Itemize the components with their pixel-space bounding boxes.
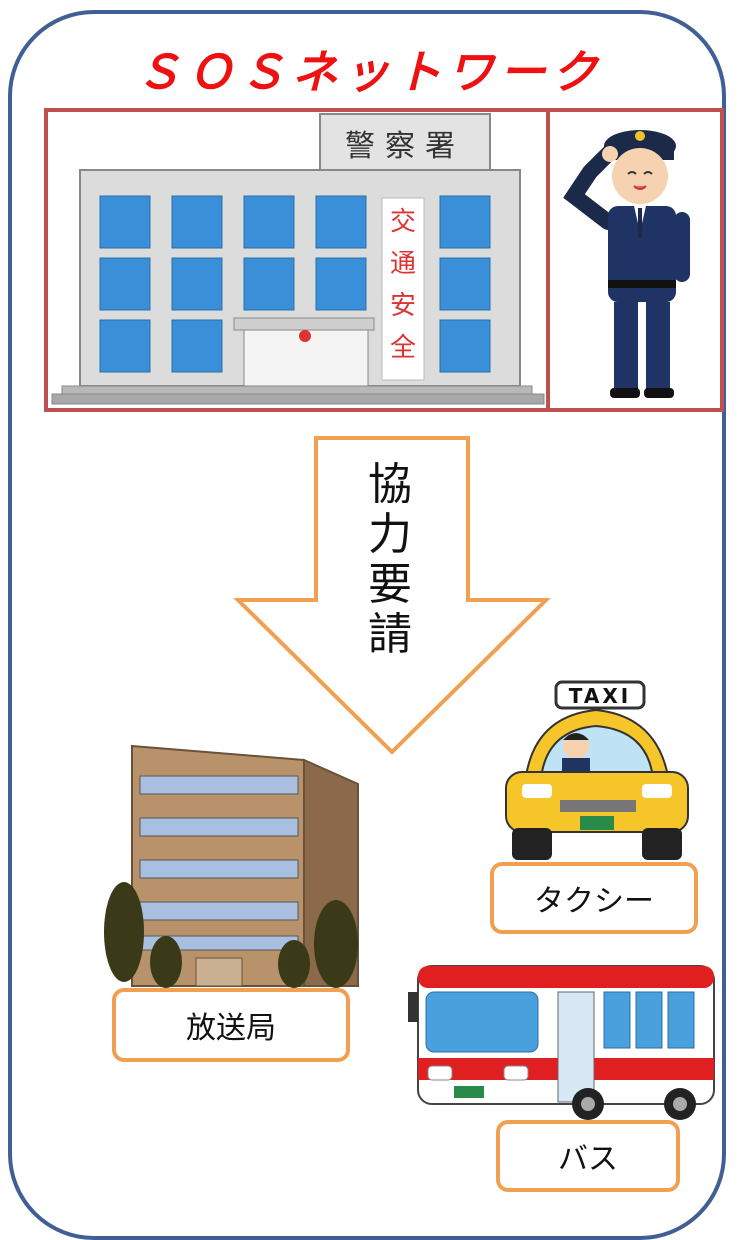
broadcast-station-illustration <box>104 744 359 988</box>
police-station-panel: 警察署 交 通 安 全 <box>44 108 550 412</box>
taxi-illustration: TAXI <box>505 680 689 860</box>
police-station-illustration: 警察署 交 通 安 全 <box>51 113 545 405</box>
taxi-label: タクシー <box>490 862 698 934</box>
arrow-label-char-4: 請 <box>368 609 412 660</box>
broadcast-label: 放送局 <box>112 988 350 1062</box>
down-arrow <box>233 436 551 755</box>
banner-char-4: 全 <box>390 333 416 363</box>
banner-char-1: 交 <box>390 207 416 237</box>
banner-char-3: 安 <box>390 291 416 321</box>
arrow-label-char-1: 協 <box>368 459 412 510</box>
bus-label: バス <box>496 1120 680 1192</box>
police-officer-illustration <box>563 130 690 398</box>
taxi-sign-text: TAXI <box>569 684 631 708</box>
bus-illustration <box>408 965 715 1120</box>
banner-char-2: 通 <box>390 249 416 279</box>
arrow-label-char-3: 要 <box>368 559 412 610</box>
arrow-label-char-2: 力 <box>368 509 412 560</box>
police-officer-panel <box>546 108 724 412</box>
network-title: ＳＯＳネットワーク <box>135 45 604 99</box>
police-sign-text: 警察署 <box>345 129 465 164</box>
arrow-label: 協 力 要 請 <box>362 460 418 660</box>
